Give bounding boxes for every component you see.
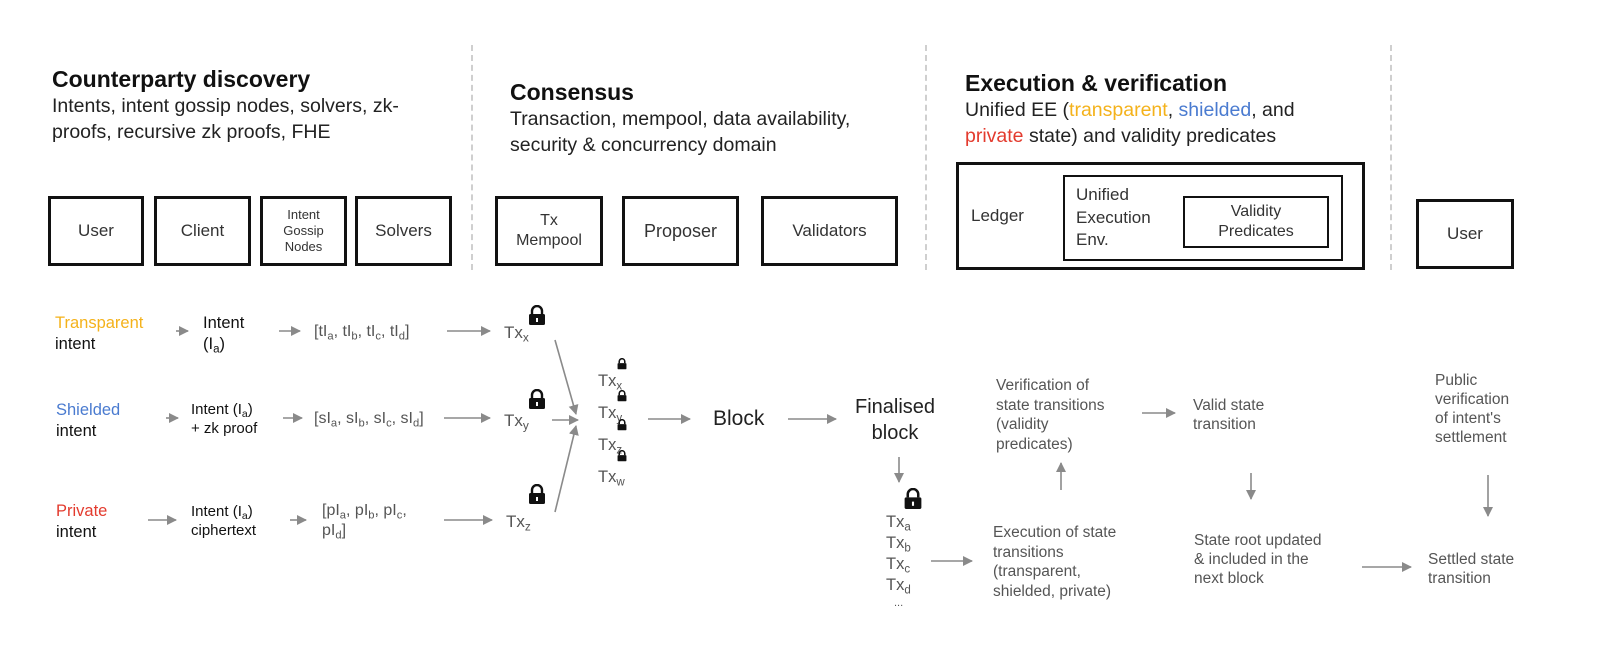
- tx-x: Txx: [504, 323, 529, 345]
- private-intent-node: Intent (Ia) ciphertext: [191, 503, 257, 539]
- actor-client-box: Client: [154, 196, 251, 266]
- lock-icon: [617, 419, 627, 431]
- shielded-intent-node: Intent (Ia) + zk proof: [191, 401, 258, 437]
- arrow: [554, 339, 579, 415]
- shielded-fragments: [sIa, sIb, sIc, sId]: [314, 410, 424, 430]
- lock-icon: [617, 390, 627, 402]
- tx-y: Txy: [504, 411, 529, 433]
- lock-icon: [904, 488, 922, 509]
- block-label: Block: [713, 407, 765, 430]
- section-subtitle-line2: private state) and validity predicates: [965, 125, 1277, 147]
- lock-icon: [529, 389, 545, 409]
- lock-icon: [617, 450, 627, 462]
- tx-z: Txz: [506, 512, 531, 534]
- lock-icon: [617, 358, 627, 370]
- actor-validators-box: Validators: [761, 196, 898, 266]
- actor-user-box: User: [48, 196, 144, 266]
- section-subtitle-line1: Transaction, mempool, data availability,: [510, 108, 851, 130]
- section-counterparty: Counterparty discovery Intents, intent g…: [52, 66, 399, 145]
- finalised-tx-list: Txa Txb Txc Txd ...: [886, 513, 911, 609]
- arrow: [554, 425, 579, 513]
- section-title: Counterparty discovery: [52, 66, 311, 92]
- section-subtitle-line1: Intents, intent gossip nodes, solvers, z…: [52, 95, 399, 117]
- actor-solvers-box: Solvers: [355, 196, 452, 266]
- tx-group: Txx Txy Txz Txw: [598, 372, 625, 489]
- lock-icon: [529, 305, 545, 325]
- private-fragments: [pIa, pIb, pIc, pId]: [322, 502, 407, 542]
- section-title: Consensus: [510, 79, 634, 105]
- section-subtitle-line2: security & concurrency domain: [510, 134, 777, 156]
- divider: [471, 45, 473, 270]
- ledger-label: Ledger: [971, 206, 1024, 226]
- transparent-intent-node: Intent (Ia): [203, 314, 245, 356]
- transparent-fragments: [tIa, tIb, tIc, tId]: [314, 323, 410, 343]
- actor-user-end-box: User: [1416, 199, 1514, 269]
- section-subtitle-line1: Unified EE (transparent, shielded, and: [965, 99, 1295, 121]
- section-execution: Execution & verification Unified EE (tra…: [965, 70, 1295, 149]
- section-consensus: Consensus Transaction, mempool, data ava…: [510, 79, 850, 158]
- divider: [925, 45, 927, 270]
- section-subtitle-line2: proofs, recursive zk proofs, FHE: [52, 121, 331, 143]
- actor-proposer-box: Proposer: [622, 196, 739, 266]
- lock-icon: [529, 484, 545, 504]
- divider: [1390, 45, 1392, 270]
- section-title: Execution & verification: [965, 70, 1228, 96]
